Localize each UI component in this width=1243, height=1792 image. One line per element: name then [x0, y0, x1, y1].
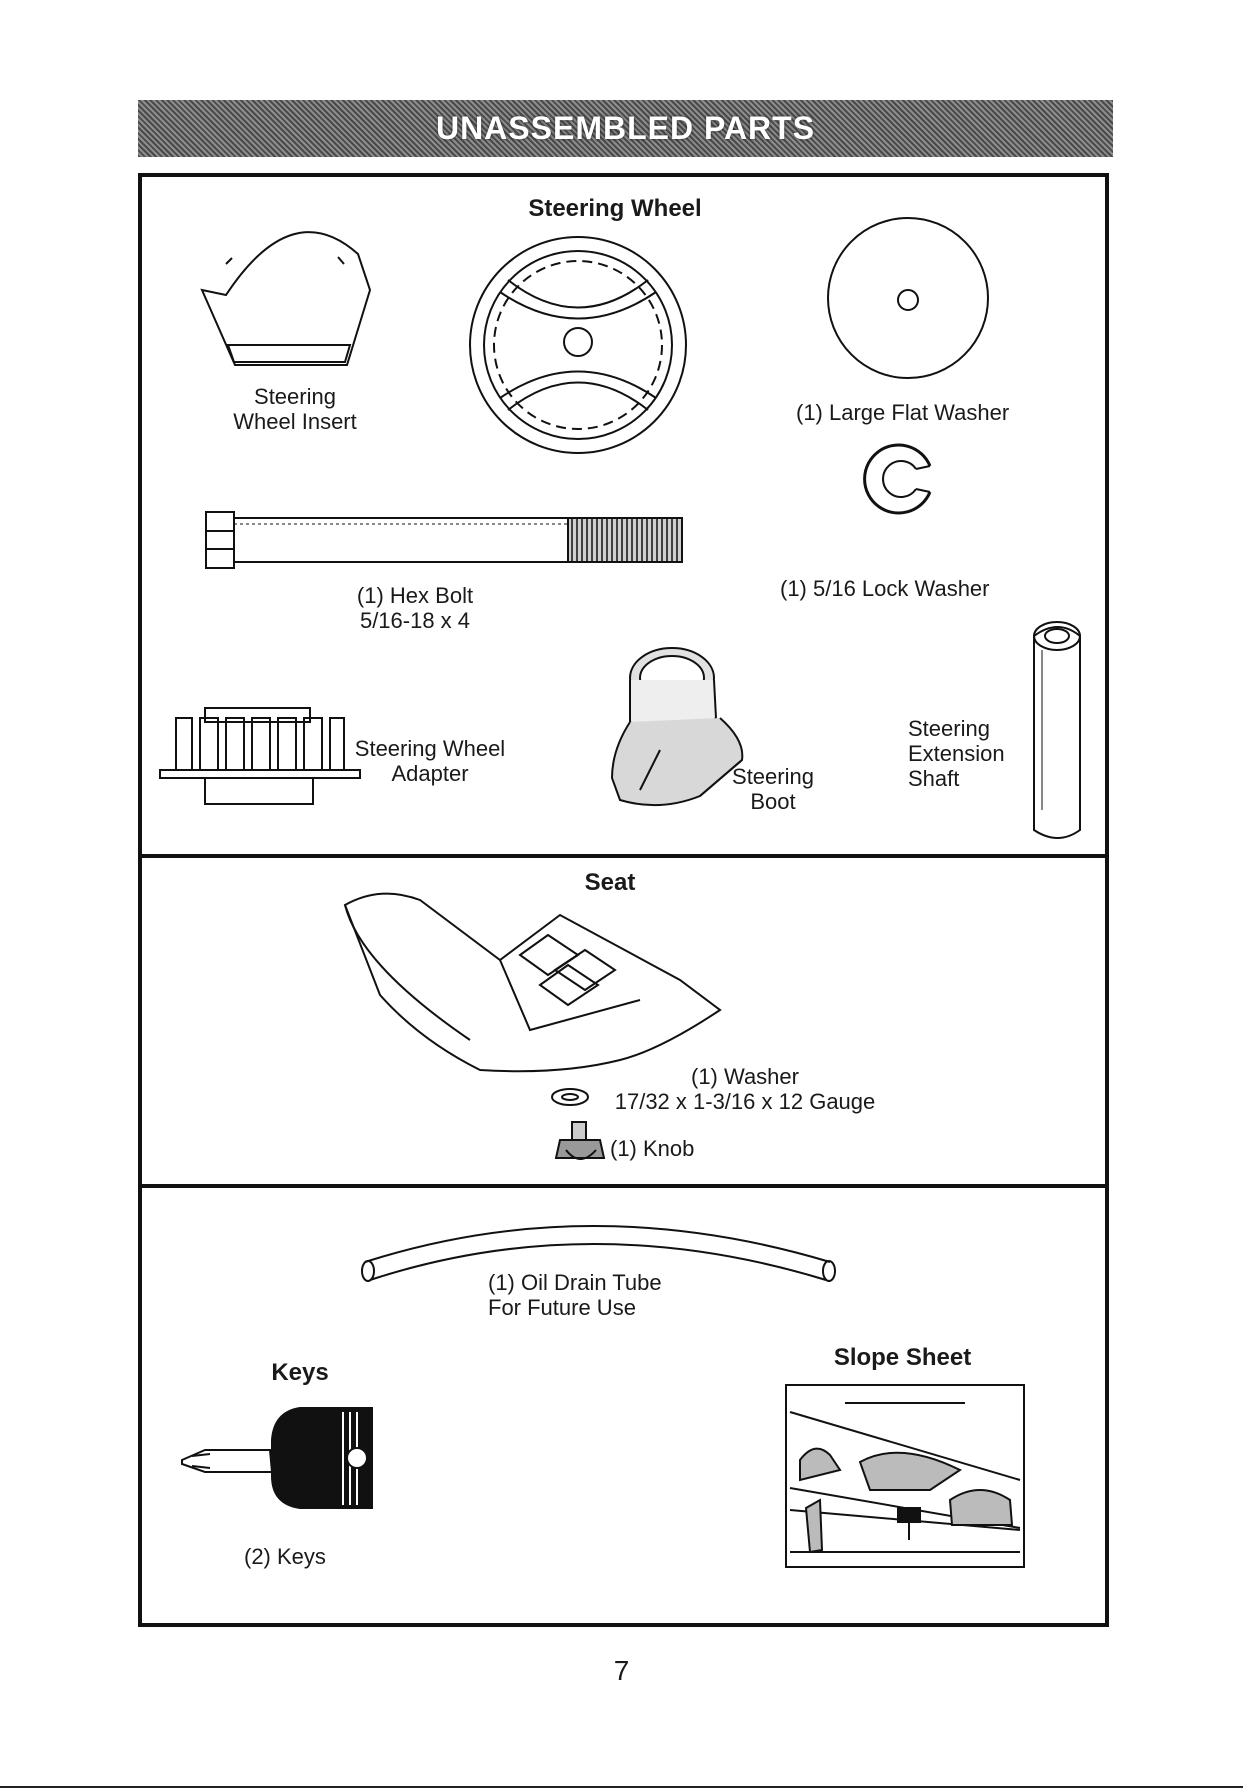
washer-label: (1) Washer 17/32 x 1-3/16 x 12 Gauge	[600, 1064, 890, 1114]
steering-wheel-insert-label: Steering Wheel Insert	[205, 384, 385, 434]
small-washer-icon	[552, 1089, 588, 1105]
oil-drain-tube-label: (1) Oil Drain Tube For Future Use	[488, 1270, 728, 1320]
hex-bolt-icon	[206, 512, 682, 568]
steering-wheel-icon	[470, 237, 686, 453]
steering-extension-shaft-icon	[1034, 622, 1080, 838]
lock-washer-label: (1) 5/16 Lock Washer	[780, 576, 1040, 601]
hex-bolt-label: (1) Hex Bolt 5/16-18 x 4	[330, 583, 500, 633]
large-flat-washer-icon	[828, 218, 988, 378]
steering-wheel-heading: Steering Wheel	[500, 196, 730, 221]
slope-sheet-icon	[786, 1385, 1024, 1567]
keys-heading: Keys	[250, 1360, 350, 1385]
knob-label: (1) Knob	[610, 1136, 750, 1161]
steering-wheel-adapter-label: Steering Wheel Adapter	[345, 736, 515, 786]
bottom-rule	[0, 1786, 1243, 1788]
page-number: 7	[0, 1655, 1243, 1687]
seat-icon	[345, 894, 720, 1072]
steering-extension-shaft-label: Steering Extension Shaft	[908, 716, 1028, 791]
key-icon	[182, 1408, 372, 1508]
steering-wheel-insert-icon	[202, 232, 370, 365]
seat-heading: Seat	[560, 870, 660, 895]
steering-wheel-adapter-icon	[160, 708, 360, 804]
slope-sheet-heading: Slope Sheet	[800, 1345, 1005, 1370]
steering-boot-label: Steering Boot	[718, 764, 828, 814]
large-flat-washer-label: (1) Large Flat Washer	[796, 400, 1056, 425]
knob-icon	[556, 1122, 604, 1159]
lock-washer-icon	[865, 445, 930, 513]
keys-label: (2) Keys	[244, 1544, 364, 1569]
